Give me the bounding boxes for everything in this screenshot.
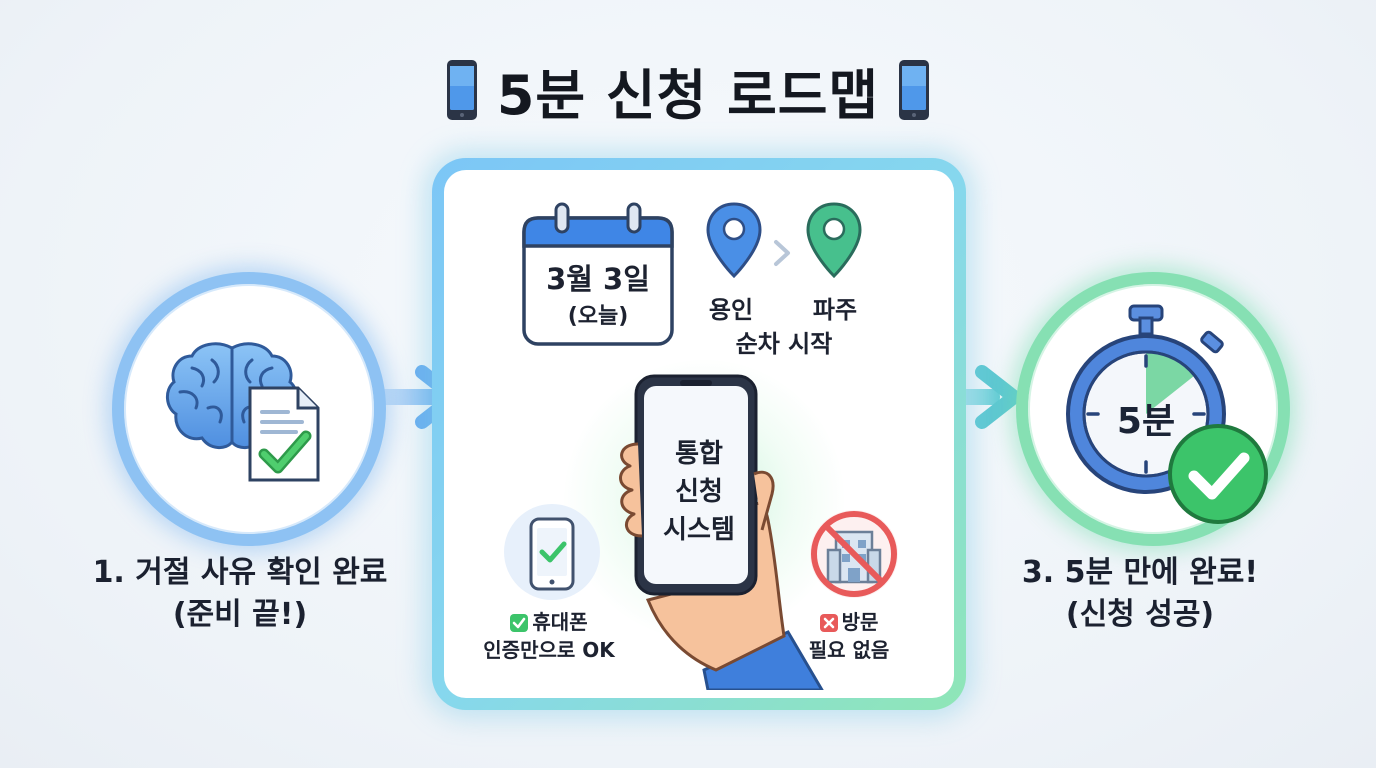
phone-screen-line3: 시스템: [663, 515, 735, 545]
route-from: 용인: [708, 296, 754, 324]
phone-screen-line1: 통합: [675, 439, 723, 469]
checked-document-icon: [248, 386, 320, 482]
visit-label-line1: 방문: [841, 610, 879, 634]
location-pin-icon: [806, 202, 862, 279]
route-caption: 순차 시작: [735, 330, 833, 358]
phone-icon: [446, 60, 477, 120]
auth-label: 휴대폰 인증만으로 OK: [474, 608, 624, 664]
step1-circle: [112, 272, 386, 546]
phone-screen-line2: 신청: [675, 477, 723, 507]
step1-label-line2: (준비 끝!): [172, 597, 308, 632]
cross-box-icon: [819, 614, 838, 632]
chevron-right-icon: [774, 240, 790, 266]
check-circle-icon: [1168, 424, 1268, 524]
auth-label-line1: 휴대폰: [532, 610, 588, 634]
step3-label-line2: (신청 성공): [1065, 597, 1215, 632]
title-text: 5분 신청 로드맵: [496, 63, 880, 127]
visit-label-line2: 필요 없음: [808, 638, 890, 662]
route-to: 파주: [812, 296, 858, 324]
calendar-note: (오늘): [567, 304, 629, 329]
step2-panel: 3월 3일 (오늘) 용인 파주 순차 시작 통합 신청 시스템: [432, 158, 966, 710]
hand-holding-phone-icon: [619, 374, 824, 690]
phone-check-icon: [529, 517, 575, 591]
step3-label-line1: 3. 5분 만에 완료!: [1021, 555, 1259, 590]
step3-circle: 5분: [1016, 272, 1290, 546]
no-building-icon: [810, 510, 898, 598]
visit-label: 방문 필요 없음: [774, 608, 924, 664]
phone-icon: [899, 60, 930, 120]
calendar-date: 3월 3일: [546, 262, 650, 296]
phone-screen-text: 통합 신청 시스템: [649, 435, 749, 549]
location-pin-icon: [706, 202, 762, 279]
check-box-icon: [510, 614, 529, 632]
auth-label-line2: 인증만으로 OK: [483, 638, 615, 662]
page-title: 5분 신청 로드맵: [0, 50, 1376, 130]
step1-label: 1. 거절 사유 확인 완료 (준비 끝!): [60, 552, 420, 636]
calendar-icon: [522, 202, 674, 346]
step3-label: 3. 5분 만에 완료! (신청 성공): [960, 552, 1320, 636]
timer-label: 5분: [1116, 401, 1176, 442]
step1-label-line1: 1. 거절 사유 확인 완료: [92, 555, 388, 590]
